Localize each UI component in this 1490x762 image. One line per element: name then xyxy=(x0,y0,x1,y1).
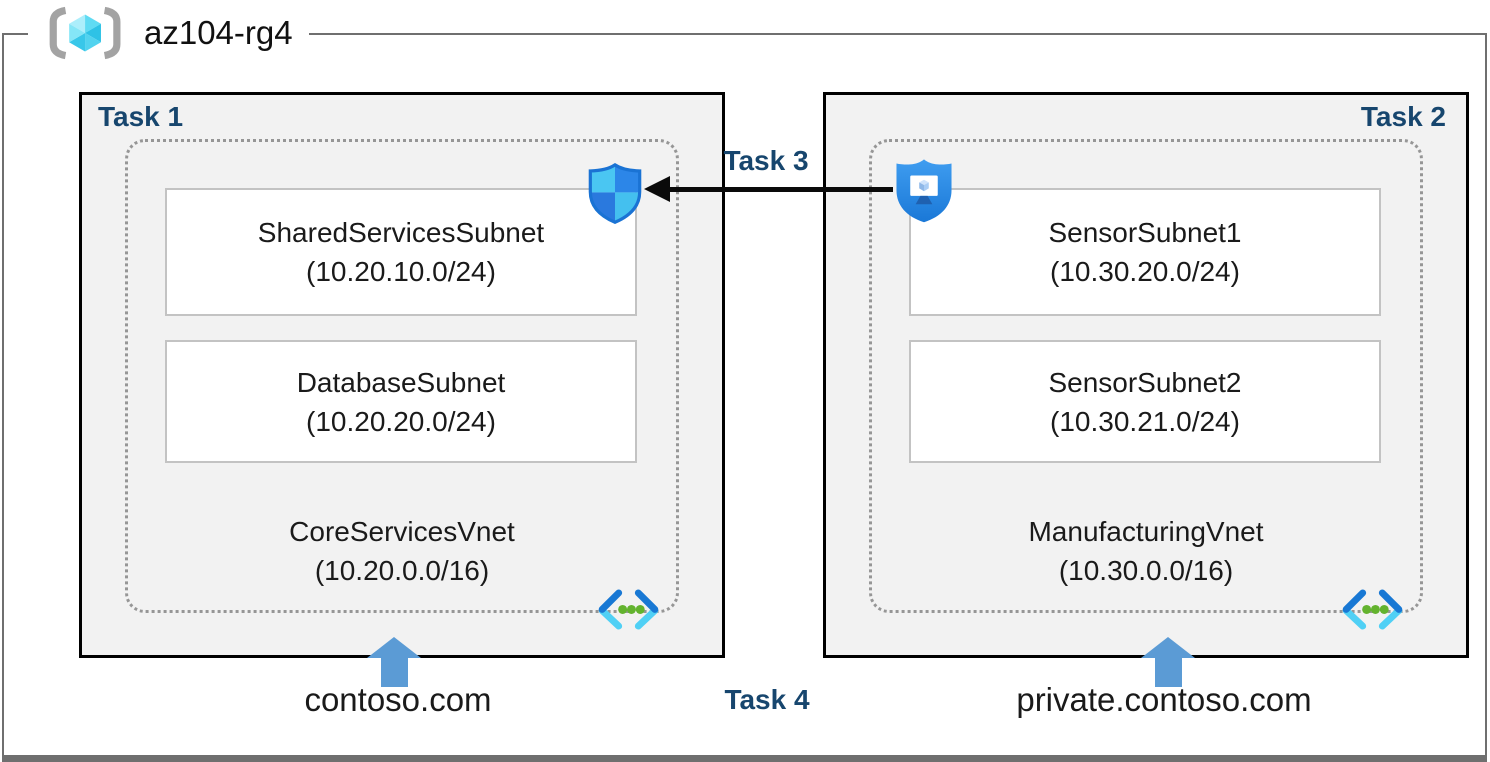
subnet-cidr: (10.20.20.0/24) xyxy=(306,405,496,437)
task2-label: Task 2 xyxy=(1360,101,1446,132)
subnet-cidr: (10.20.10.0/24) xyxy=(306,256,496,287)
shared-services-subnet: SharedServicesSubnet (10.20.10.0/24) xyxy=(165,188,637,316)
core-services-vnet-boundary xyxy=(125,139,679,613)
private-contoso-domain-label: private.contoso.com xyxy=(1016,681,1312,718)
left-arrow-icon xyxy=(644,176,670,202)
task4-label: Task 4 xyxy=(724,684,810,715)
subnet-name: SharedServicesSubnet xyxy=(257,217,545,248)
manufacturing-vnet-boundary xyxy=(869,139,1423,613)
up-arrow-icon xyxy=(367,637,421,687)
bastion-shield-icon xyxy=(896,159,952,223)
contoso-domain-label: contoso.com xyxy=(304,681,492,718)
vnet-name: CoreServicesVnet xyxy=(289,516,515,547)
subnet-cidr: (10.30.21.0/24) xyxy=(1050,405,1240,437)
task2-box: Task 2 SensorSubnet1 (10.30.20.0/24) Sen… xyxy=(823,92,1469,658)
core-services-vnet-label: CoreServicesVnet (10.20.0.0/16) xyxy=(125,512,679,590)
manufacturing-vnet-label: ManufacturingVnet (10.30.0.0/16) xyxy=(869,512,1423,590)
resource-group-boundary xyxy=(2,33,1487,762)
sensor-subnet1: SensorSubnet1 (10.30.20.0/24) xyxy=(909,188,1381,316)
resource-group-icon xyxy=(49,6,121,60)
vnet-name: ManufacturingVnet xyxy=(1028,516,1264,547)
left-arrow-tail xyxy=(664,187,893,192)
resource-group-name: az104-rg4 xyxy=(144,14,293,51)
network-security-shield-icon xyxy=(588,162,642,224)
virtual-network-icon xyxy=(598,589,659,630)
subnet-name: SensorSubnet2 xyxy=(1048,366,1242,398)
subnet-cidr: (10.30.20.0/24) xyxy=(1050,256,1240,287)
vnet-cidr: (10.20.0.0/16) xyxy=(314,555,490,586)
up-arrow-icon xyxy=(1141,637,1195,687)
task1-box: Task 1 SharedServicesSubnet (10.20.10.0/… xyxy=(79,92,725,658)
resource-group-legend: az104-rg4 xyxy=(28,2,309,64)
task1-label: Task 1 xyxy=(98,101,184,132)
subnet-name: DatabaseSubnet xyxy=(296,366,506,398)
database-subnet: DatabaseSubnet (10.20.20.0/24) xyxy=(165,340,637,463)
subnet-name: SensorSubnet1 xyxy=(1048,217,1242,248)
sensor-subnet2: SensorSubnet2 (10.30.21.0/24) xyxy=(909,340,1381,463)
vnet-cidr: (10.30.0.0/16) xyxy=(1058,555,1234,586)
task3-label: Task 3 xyxy=(723,145,809,176)
virtual-network-icon xyxy=(1342,589,1403,630)
